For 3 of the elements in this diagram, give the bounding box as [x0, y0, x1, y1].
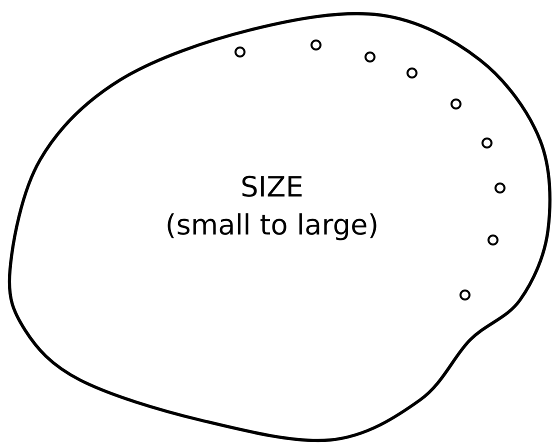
node-text: SIZE: [242, 176, 302, 197]
blob-shape: [8, 12, 552, 442]
node-text: (small to large): [168, 213, 376, 240]
